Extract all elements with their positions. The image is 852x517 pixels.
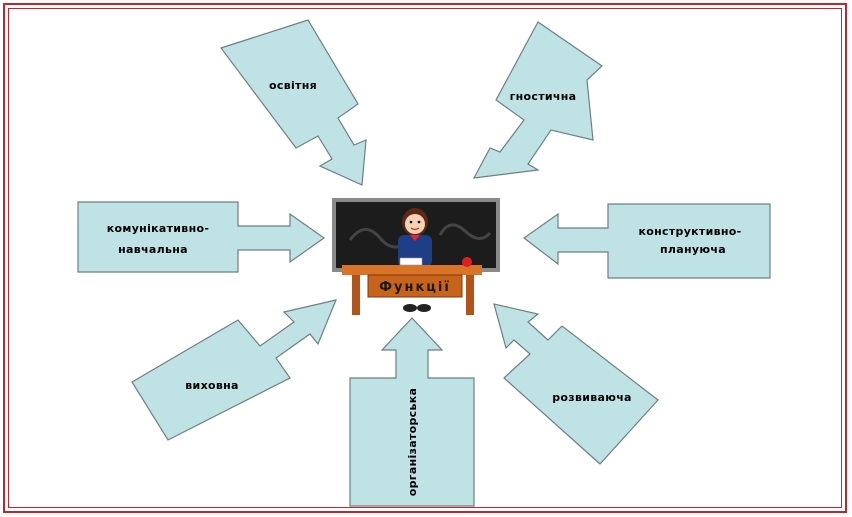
label-rozvyvaiucha: розвиваюча [552,391,632,404]
teacher-face [405,214,425,234]
chalk-scribble [438,223,492,240]
label-hnostychna: гностична [510,90,577,103]
label-vykhovna: виховна [185,379,238,392]
desk-top [342,265,482,275]
callout-vykhovna: виховна [131,299,337,441]
label-komunikatyvno-1: комунікативно- [107,222,209,235]
center-title: Функції [379,280,451,295]
desk-front [367,274,463,298]
label-komunikatyvno-2: навчальна [118,243,188,256]
outer-frame [3,3,847,513]
inner-frame [8,8,842,508]
callout-hnostychna: гностична [472,21,603,179]
label-konstruktyvno-1: конструктивно- [639,225,742,238]
callout-osvitnia: освітня [220,19,367,186]
label-orhanizatorska: організаторська [406,388,419,496]
teacher-blackboard-illustration: Функції [332,198,500,315]
label-konstruktyvno-2: плануюча [660,243,726,256]
label-osvitnia: освітня [269,79,317,92]
callout-komunikatyvno: комунікативно- навчальна [77,201,326,273]
callout-konstruktyvno: конструктивно- плануюча [522,203,771,279]
callout-rozvyvaiucha: розвиваюча [493,303,659,465]
callout-orhanizatorska: організаторська [349,317,475,507]
desk-leg [352,275,360,315]
apple [462,257,472,267]
book [399,257,423,266]
desk-leg [466,275,474,315]
